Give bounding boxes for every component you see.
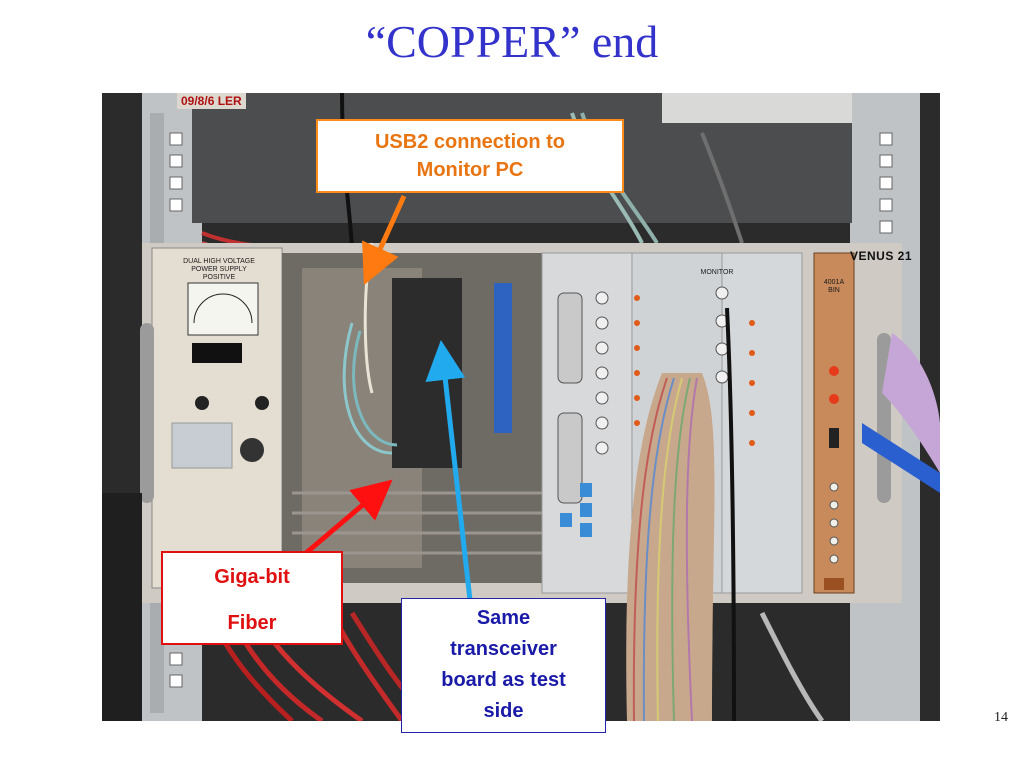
slide-number: 14 [994,710,1008,725]
same-callout-line4: side [483,700,524,722]
giga-callout: Giga-bit Fiber [161,551,343,645]
giga-callout-line2: Fiber [227,612,277,634]
usb-callout: USB2 connection to Monitor PC [316,119,624,193]
same-callout-line2: transceiver [450,638,557,660]
rack-photo-illustration [102,93,940,721]
giga-callout-line1: Giga-bit [214,566,290,588]
same-callout-line1: Same [476,607,531,629]
rack-label: VENUS 21 [850,249,913,263]
slide-title: “COPPER” end [365,16,659,67]
rack-photo: 09/8/6 LER DUAL HIGH VOLTAGE POWER SUPPL… [102,93,940,721]
usb-callout-line2: Monitor PC [416,159,524,181]
hv-supply-label: DUAL HIGH VOLTAGE POWER SUPPLY POSITIVE [183,258,255,281]
bin-module-label: 4001A BIN [823,279,845,294]
same-callout-line3: board as test [441,669,566,691]
monitor-module-label: MONITOR [700,269,734,276]
usb-callout-line1: USB2 connection to [374,131,565,153]
same-callout: Same transceiver board as test side [401,598,606,733]
photo-stamp: 09/8/6 LER [177,93,246,109]
